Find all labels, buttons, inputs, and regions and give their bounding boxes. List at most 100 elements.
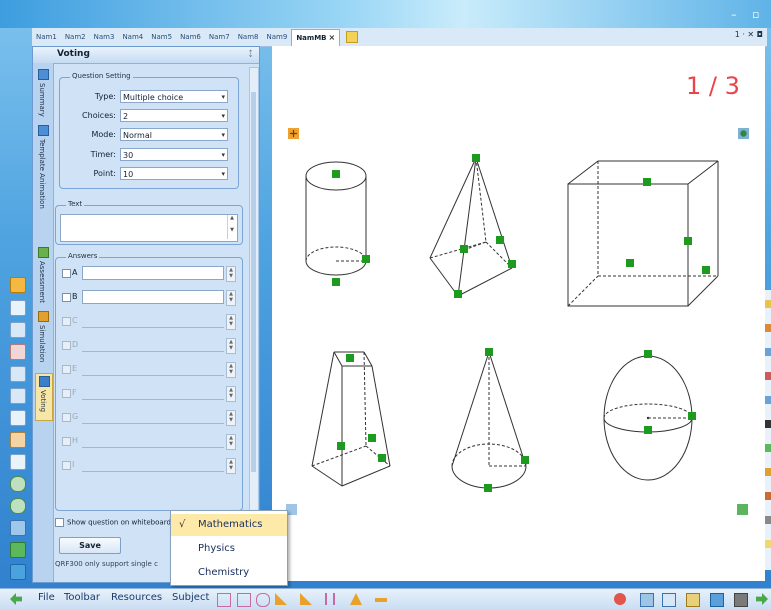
geometry-shapes[interactable] — [272, 46, 765, 581]
answer-row-b[interactable]: B ▲▼ — [62, 290, 236, 306]
vtab-voting[interactable]: Voting — [35, 373, 53, 421]
tab-active[interactable]: NamMB× — [291, 28, 341, 46]
question-text-input[interactable]: ▲▼ — [60, 214, 238, 242]
zoom-in-icon[interactable] — [10, 476, 26, 492]
file-menu[interactable]: File — [38, 592, 55, 603]
frustum-shape[interactable] — [311, 351, 391, 487]
back-arrow-icon[interactable] — [10, 593, 22, 605]
marker-icon[interactable] — [765, 324, 771, 332]
trash-icon[interactable] — [734, 593, 748, 607]
text-scroll[interactable]: ▲▼ — [227, 215, 236, 239]
delete-page-icon[interactable] — [10, 344, 26, 360]
timer-select[interactable]: 30▾ — [120, 148, 228, 161]
rotate-handle-icon[interactable] — [738, 128, 749, 139]
cone-shape[interactable] — [451, 351, 527, 489]
move-handle-icon[interactable] — [288, 128, 299, 139]
text-icon[interactable] — [765, 420, 771, 428]
answer-b-checkbox[interactable] — [62, 293, 71, 302]
tab-9[interactable]: Nam9 — [266, 33, 288, 41]
compass-icon[interactable] — [325, 593, 335, 605]
panel-scrollbar[interactable] — [249, 67, 259, 534]
undo-icon[interactable] — [765, 540, 771, 548]
new-page-icon[interactable] — [10, 300, 26, 316]
eraser-icon[interactable] — [765, 372, 771, 380]
vtab-assessment[interactable]: Assessment — [35, 245, 51, 305]
show-question-checkbox[interactable] — [55, 518, 64, 527]
camera-icon[interactable] — [686, 593, 700, 607]
pyramid-shape[interactable] — [429, 157, 513, 297]
answer-a-checkbox[interactable] — [62, 269, 71, 278]
selection-handles[interactable] — [332, 154, 710, 492]
pin-icon[interactable]: ᛨ — [248, 49, 253, 58]
vtab-summary[interactable]: Summary — [35, 67, 51, 119]
previous-page-icon[interactable] — [10, 366, 26, 382]
resize-bl-icon[interactable] — [286, 504, 297, 515]
answer-a-spinner[interactable]: ▲▼ — [226, 266, 236, 282]
cylinder-shape[interactable] — [305, 161, 367, 276]
triangle-icon[interactable] — [275, 593, 287, 605]
print-icon[interactable] — [10, 322, 26, 338]
tab-4[interactable]: Nam4 — [122, 33, 144, 41]
axes-icon[interactable] — [217, 593, 231, 607]
color-icon[interactable] — [765, 492, 771, 500]
tab-6[interactable]: Nam6 — [180, 33, 201, 41]
menu-item-chemistry[interactable]: Chemistry — [171, 562, 287, 584]
whiteboard-canvas[interactable] — [272, 46, 765, 581]
page-icon[interactable] — [10, 410, 26, 426]
new-tab-icon[interactable] — [346, 31, 359, 43]
tab-7[interactable]: Nam7 — [208, 33, 230, 41]
highlight-icon[interactable] — [765, 468, 771, 476]
close-tab-icon[interactable]: × — [328, 32, 336, 42]
vtab-template-animation[interactable]: Template Animation — [35, 123, 51, 241]
point-select[interactable]: 10▾ — [120, 167, 228, 180]
resource-icon[interactable] — [10, 542, 26, 558]
menu-item-mathematics[interactable]: √ Mathematics — [171, 514, 287, 536]
resize-br-icon[interactable] — [737, 504, 748, 515]
choices-select[interactable]: 2▾ — [120, 109, 228, 122]
type-select[interactable]: Multiple choice▾ — [120, 90, 228, 103]
pen-icon[interactable] — [10, 277, 26, 293]
subject-menu-button[interactable]: Subject — [172, 592, 210, 603]
background-icon[interactable] — [10, 520, 26, 536]
forward-arrow-icon[interactable] — [756, 593, 768, 605]
refresh-icon[interactable] — [614, 593, 626, 605]
tab-5[interactable]: Nam5 — [151, 33, 173, 41]
tools-icon[interactable] — [710, 593, 724, 607]
vtab-simulation[interactable]: Simulation — [35, 309, 51, 369]
ruler-icon[interactable] — [375, 598, 387, 602]
grid-icon[interactable] — [237, 593, 251, 607]
toolbar-menu[interactable]: Toolbar — [64, 592, 101, 603]
tab-1[interactable]: Nam1 — [36, 33, 57, 41]
mode-select[interactable]: Normal▾ — [120, 128, 228, 141]
shape-icon[interactable] — [765, 348, 771, 356]
answer-b-spinner[interactable]: ▲▼ — [226, 290, 236, 306]
tab-8[interactable]: Nam8 — [237, 33, 259, 41]
cuboid-shape[interactable] — [567, 160, 719, 307]
answer-row-a[interactable]: A ▲▼ — [62, 266, 236, 282]
save-icon[interactable] — [10, 564, 26, 580]
protractor-icon[interactable] — [350, 593, 362, 605]
save-button[interactable]: Save — [59, 537, 121, 554]
width-icon[interactable] — [765, 516, 771, 524]
answer-a-input[interactable] — [82, 266, 224, 280]
right-triangle-icon[interactable] — [300, 593, 312, 605]
resources-menu[interactable]: Resources — [111, 592, 163, 603]
tab-2[interactable]: Nam2 — [64, 33, 86, 41]
fill-icon[interactable] — [765, 444, 771, 452]
line-icon[interactable] — [765, 396, 771, 404]
select-icon[interactable] — [10, 454, 26, 470]
tab-3[interactable]: Nam3 — [93, 33, 115, 41]
solid-shape-icon[interactable] — [256, 593, 270, 607]
hand-icon[interactable] — [10, 432, 26, 448]
document-icon[interactable] — [640, 593, 654, 607]
answer-b-input[interactable] — [82, 290, 224, 304]
scrollbar-thumb[interactable] — [251, 92, 256, 472]
restore-button[interactable]: ▫ — [752, 8, 760, 21]
tab-strip-controls[interactable]: 1 · ✕ ◘ — [734, 30, 763, 39]
pen-tool-icon[interactable] — [765, 300, 771, 308]
screen-icon[interactable] — [662, 593, 676, 607]
zoom-out-icon[interactable] — [10, 498, 26, 514]
next-page-icon[interactable] — [10, 388, 26, 404]
minimize-button[interactable]: – — [731, 8, 737, 21]
show-question-option[interactable]: Show question on whiteboard — [55, 518, 171, 527]
